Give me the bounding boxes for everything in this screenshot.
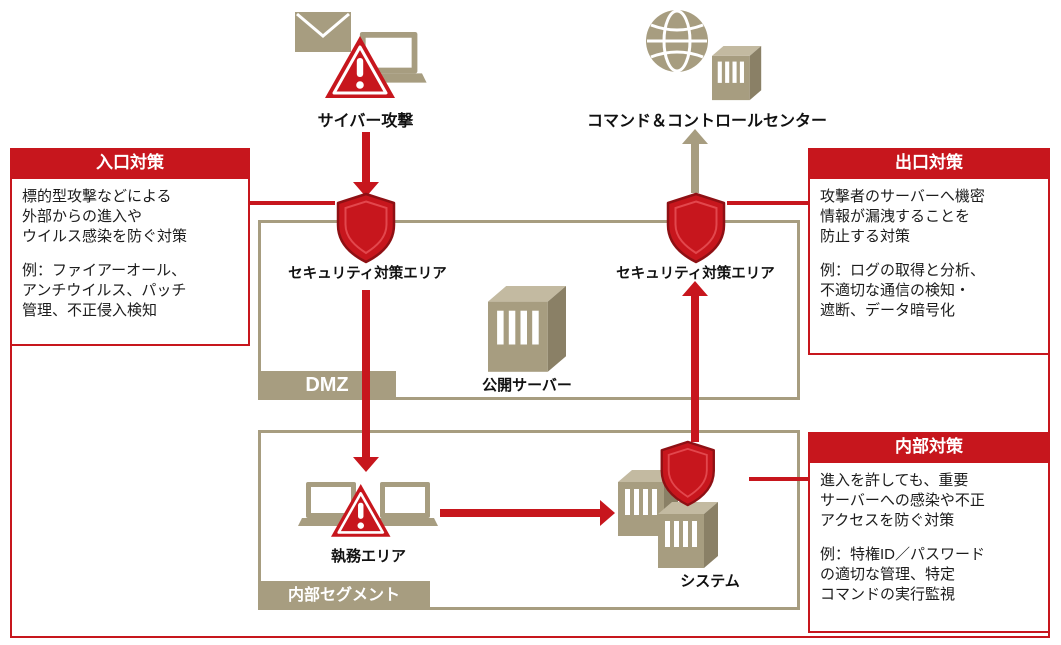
security-area-left-label: セキュリティ対策エリア — [288, 266, 447, 282]
exit-countermeasures-box: 出口対策 攻撃者のサーバーへ機密 情報が漏洩することを 防止する対策 例：ログの… — [808, 148, 1050, 355]
globe-icon — [644, 8, 710, 74]
dmz-zone — [258, 220, 800, 400]
internal-box-body: 進入を許しても、重要 サーバーへの感染や不正 アクセスを防ぐ対策 例：特権ID／… — [808, 461, 1050, 633]
entrance-box-title: 入口対策 — [10, 148, 250, 177]
entrance-examples: 例：ファイアーオール、 アンチウイルス、パッチ 管理、不正侵入検知 — [22, 261, 187, 319]
arrow-attack-to-security-head — [353, 182, 379, 197]
arrow-security-to-command-head — [682, 129, 708, 144]
security-shield-right-icon — [666, 192, 726, 264]
arrow-security-to-office-shaft — [362, 290, 370, 457]
system-label: システム — [680, 573, 740, 590]
exit-examples: 例：ログの取得と分析、 不適切な通信の検知・ 遮断、データ暗号化 — [820, 261, 986, 319]
internal-countermeasures-box: 内部対策 進入を許しても、重要 サーバーへの感染や不正 アクセスを防ぐ対策 例：… — [808, 432, 1050, 633]
server-icon — [712, 46, 762, 101]
internal-examples: 例：特権ID／パスワード の適切な管理、特定 コマンドの実行監視 — [820, 545, 986, 603]
laptop-icon — [372, 482, 438, 526]
exit-box-title: 出口対策 — [808, 148, 1050, 177]
entrance-description: 標的型攻撃などによる 外部からの進入や ウイルス感染を防ぐ対策 — [22, 188, 188, 245]
internal-segment-label: 内部セグメント — [258, 581, 430, 610]
cyber-attack-icon — [293, 10, 427, 100]
internal-segment-zone — [258, 430, 800, 610]
security-shield-left-icon — [336, 192, 396, 264]
cyber-attack-label: サイバー攻撃 — [317, 113, 414, 130]
mail-icon — [293, 10, 353, 54]
office-area-icon — [298, 482, 438, 538]
arrow-attack-to-security-shaft — [362, 132, 370, 182]
office-area-label: 執務エリア — [330, 548, 406, 565]
security-area-right-label: セキュリティ対策エリア — [616, 266, 775, 282]
internal-description: 進入を許しても、重要 サーバーへの感染や不正 アクセスを防ぐ対策 — [820, 472, 985, 529]
arrow-system-to-security-shaft — [691, 296, 699, 442]
exit-box-body: 攻撃者のサーバーへ機密 情報が漏洩することを 防止する対策 例：ログの取得と分析… — [808, 177, 1050, 355]
connector-internal-box — [749, 477, 808, 481]
arrow-office-to-system-head — [600, 500, 615, 526]
exit-description: 攻撃者のサーバーへ機密 情報が漏洩することを 防止する対策 — [820, 188, 985, 245]
arrow-office-to-system-shaft — [440, 509, 600, 517]
public-server-label: 公開サーバー — [482, 377, 572, 394]
connector-exit-box — [727, 201, 808, 205]
outer-frame — [10, 148, 1050, 638]
system-icon — [618, 440, 718, 568]
command-center-icon — [644, 8, 762, 101]
arrow-security-to-office-head — [353, 457, 379, 472]
internal-box-title: 内部対策 — [808, 432, 1050, 461]
arrow-system-to-security-head — [682, 281, 708, 296]
public-server-icon — [488, 286, 566, 372]
arrow-security-to-command-shaft — [691, 144, 699, 193]
dmz-zone-label: DMZ — [258, 371, 396, 400]
connector-entrance-box — [250, 201, 335, 205]
entrance-countermeasures-box: 入口対策 標的型攻撃などによる 外部からの進入や ウイルス感染を防ぐ対策 例：フ… — [10, 148, 250, 346]
server-icon — [658, 502, 718, 568]
entrance-box-body: 標的型攻撃などによる 外部からの進入や ウイルス感染を防ぐ対策 例：ファイアーオ… — [10, 177, 250, 346]
command-center-label: コマンド＆コントロールセンター — [586, 113, 827, 130]
